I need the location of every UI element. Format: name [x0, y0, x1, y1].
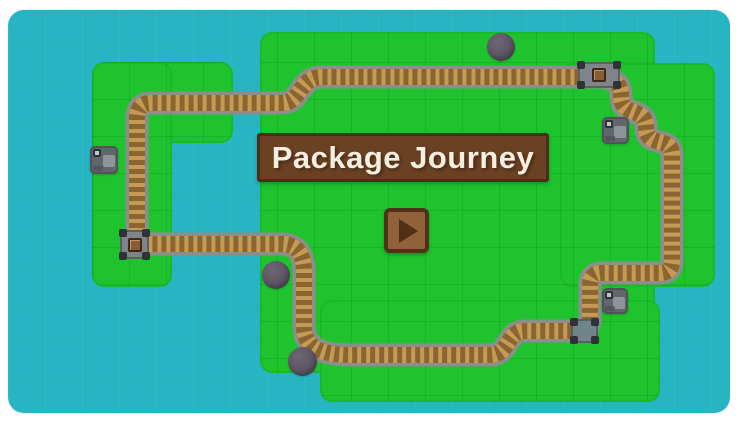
rock	[487, 33, 515, 61]
cart-wheel	[591, 318, 599, 326]
machine-port	[93, 149, 101, 157]
cart-wheel	[577, 81, 585, 89]
cart-wheel	[119, 229, 127, 237]
cart[interactable]	[577, 61, 621, 89]
machine-vent	[605, 136, 615, 141]
game-title: Package Journey	[271, 139, 535, 175]
machine-port	[605, 120, 613, 128]
rock	[288, 347, 317, 376]
machine-pad	[614, 126, 626, 138]
cart-wheel	[613, 61, 621, 69]
machine-vent	[605, 306, 615, 311]
machine-pad	[613, 297, 625, 309]
cart-wheel	[570, 336, 578, 344]
grass-platform-right	[560, 63, 715, 287]
cart-wheel	[570, 318, 578, 326]
track-ties	[129, 69, 680, 363]
title-banner: Package Journey	[257, 133, 549, 182]
cart-wheel	[119, 252, 127, 260]
cart-wheel	[613, 81, 621, 89]
cart-package	[592, 68, 606, 82]
machine-vent	[93, 166, 103, 171]
cart-wheel	[142, 229, 150, 237]
machine[interactable]	[90, 146, 118, 174]
cart-wheel	[577, 61, 585, 69]
cart-wheel	[591, 336, 599, 344]
cart-package	[127, 237, 142, 252]
play-button[interactable]	[384, 208, 429, 253]
machine[interactable]	[602, 117, 629, 144]
play-icon	[399, 218, 418, 243]
machine[interactable]	[602, 288, 628, 314]
rock	[262, 261, 290, 289]
cart[interactable]	[119, 229, 150, 260]
cart-wheel	[142, 252, 150, 260]
machine-port	[605, 291, 613, 299]
cart[interactable]	[570, 318, 599, 344]
machine-pad	[103, 155, 115, 167]
